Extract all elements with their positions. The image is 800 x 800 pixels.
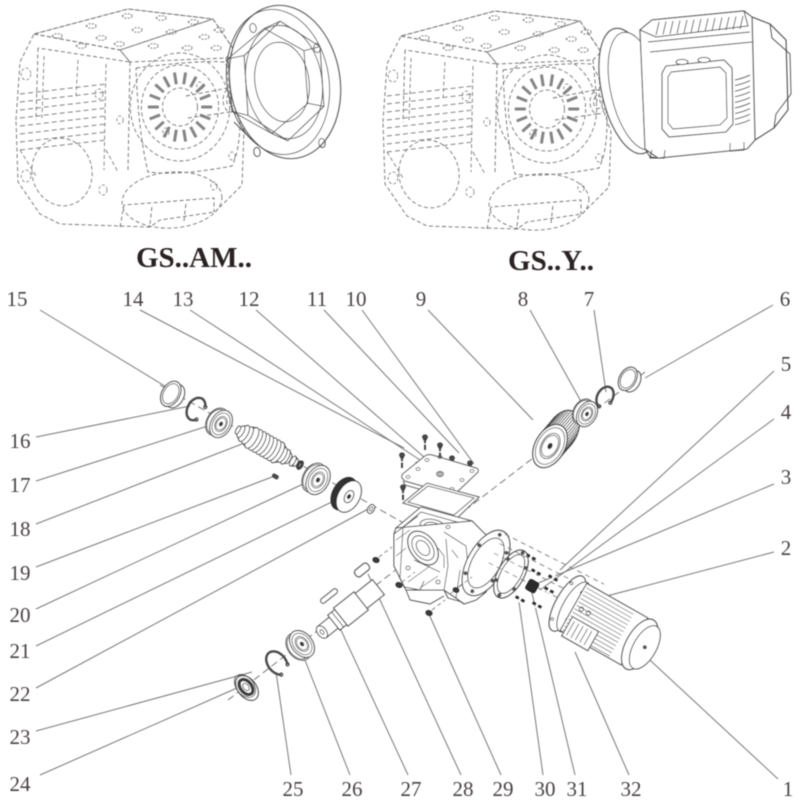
svg-text:15: 15 (7, 287, 28, 311)
svg-text:4: 4 (781, 400, 792, 424)
svg-text:28: 28 (453, 777, 474, 800)
svg-text:8: 8 (518, 287, 529, 311)
svg-text:25: 25 (283, 777, 304, 800)
svg-text:5: 5 (781, 352, 792, 376)
svg-text:12: 12 (239, 287, 260, 311)
svg-text:1: 1 (783, 777, 794, 800)
svg-text:GS..Y..: GS..Y.. (508, 245, 594, 277)
svg-text:24: 24 (10, 772, 32, 796)
svg-text:19: 19 (10, 561, 31, 585)
svg-text:20: 20 (10, 603, 31, 627)
svg-text:21: 21 (10, 639, 31, 663)
svg-text:2: 2 (781, 536, 792, 560)
svg-text:27: 27 (401, 777, 422, 800)
svg-text:GS..AM..: GS..AM.. (136, 242, 252, 274)
svg-text:10: 10 (346, 287, 367, 311)
svg-text:16: 16 (10, 429, 31, 453)
svg-text:23: 23 (10, 725, 31, 749)
svg-text:14: 14 (123, 287, 145, 311)
svg-text:13: 13 (173, 287, 194, 311)
svg-text:29: 29 (493, 777, 514, 800)
svg-text:22: 22 (10, 682, 31, 706)
svg-text:9: 9 (416, 287, 427, 311)
svg-text:32: 32 (621, 777, 642, 800)
svg-text:30: 30 (535, 777, 556, 800)
svg-text:3: 3 (781, 465, 792, 489)
svg-text:17: 17 (10, 473, 31, 497)
svg-text:11: 11 (307, 287, 327, 311)
svg-text:26: 26 (342, 777, 363, 800)
svg-text:6: 6 (780, 287, 791, 311)
svg-text:7: 7 (584, 287, 595, 311)
svg-text:18: 18 (10, 517, 31, 541)
svg-text:31: 31 (567, 777, 588, 800)
